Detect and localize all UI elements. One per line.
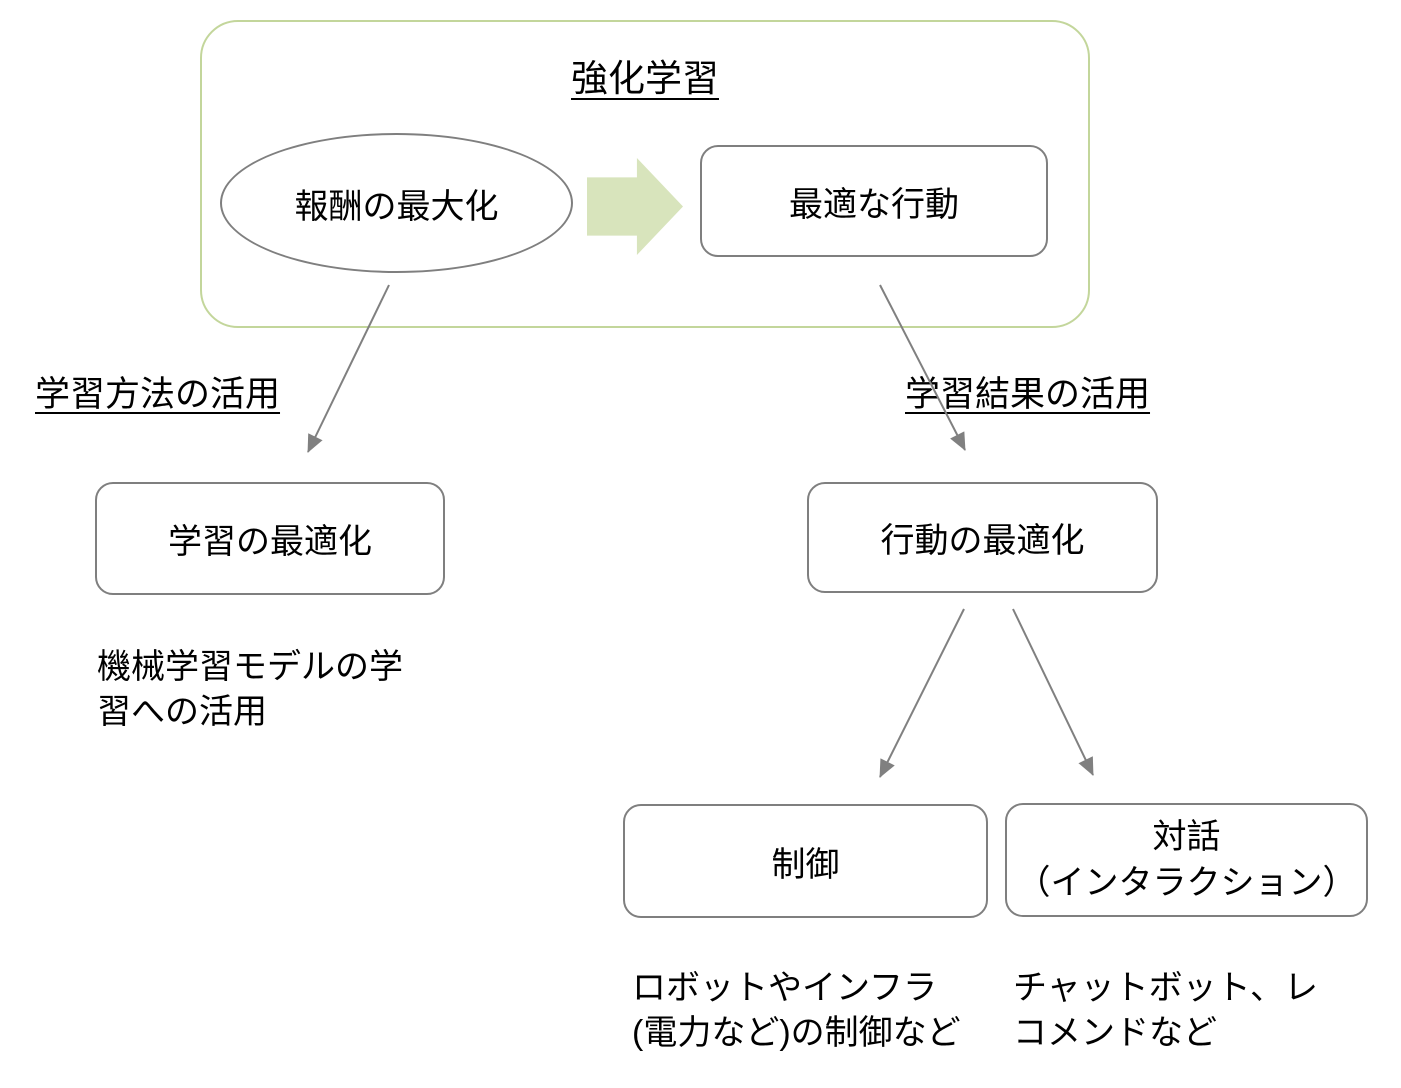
control-caption: ロボットやインフラ (電力など)の制御など (632, 966, 961, 1056)
dialogue-caption-line2: コメンドなど (1013, 1014, 1217, 1052)
learning-optimization-caption: 機械学習モデルの学 習への活用 (97, 645, 403, 735)
learning-caption-line1: 機械学習モデルの学 (97, 648, 403, 686)
optimal-action-box: 最適な行動 (700, 145, 1048, 257)
dialogue-caption-line1: チャットボット、レ (1013, 969, 1318, 1007)
dialogue-caption: チャットボット、レ コメンドなど (1013, 966, 1318, 1056)
action-optimization-label: 行動の最適化 (880, 522, 1085, 560)
learning-result-use-label: 学習結果の活用 (905, 375, 1151, 414)
learning-caption-line2: 習への活用 (97, 693, 267, 731)
to-control-connector-arrow-icon (879, 608, 965, 778)
control-caption-line1: ロボットやインフラ (632, 969, 937, 1007)
dialogue-label-line2: （インタラクション） (1016, 864, 1357, 902)
diagram-title: 強化学習 (571, 58, 719, 99)
learning-optimization-label: 学習の最適化 (168, 523, 372, 561)
control-label: 制御 (771, 845, 840, 884)
reward-maximization-label: 報酬の最大化 (294, 187, 499, 226)
optimal-action-label: 最適な行動 (789, 185, 959, 224)
dialogue-interaction-box: 対話 （インタラクション） (1005, 803, 1368, 917)
learning-method-use-label: 学習方法の活用 (35, 375, 281, 414)
control-box: 制御 (623, 804, 988, 918)
learning-optimization-box: 学習の最適化 (95, 482, 445, 595)
action-optimization-box: 行動の最適化 (807, 482, 1158, 593)
reward-maximization-ellipse: 報酬の最大化 (220, 133, 573, 273)
to-dialogue-connector-arrow-icon (1012, 608, 1094, 776)
reinforcement-learning-group-box (200, 20, 1090, 328)
control-caption-line2: (電力など)の制御など (632, 1014, 961, 1052)
dialogue-label-line1: 対話 (1152, 818, 1221, 856)
